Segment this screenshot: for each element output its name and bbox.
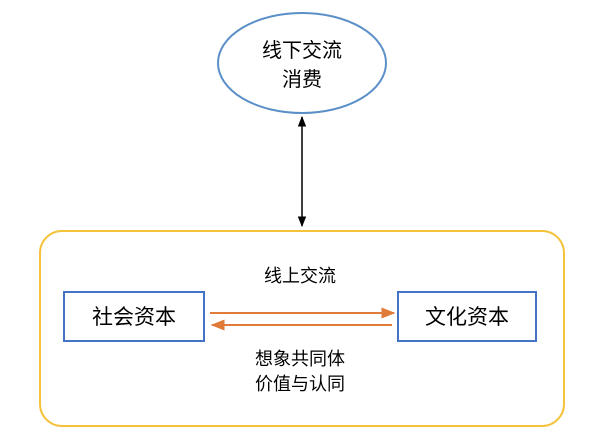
left-node-box bbox=[63, 291, 205, 342]
right-node: 文化资本 bbox=[397, 291, 537, 342]
left-node: 社会资本 bbox=[63, 291, 205, 342]
left-node-label: 社会资本 bbox=[92, 305, 176, 329]
top-node: 线下交流 消费 bbox=[217, 12, 387, 114]
upper-link-label: 线上交流 bbox=[264, 266, 336, 287]
top-node-line2: 消费 bbox=[282, 67, 322, 91]
top-node-ellipse bbox=[217, 12, 387, 114]
top-node-line1: 线下交流 bbox=[262, 38, 342, 62]
lower-link-label-line1: 想象共同体 bbox=[255, 349, 345, 370]
right-node-box bbox=[397, 291, 537, 342]
right-node-label: 文化资本 bbox=[425, 305, 509, 329]
group-container bbox=[39, 230, 565, 427]
lower-link-label-line2: 价值与认同 bbox=[255, 374, 345, 395]
